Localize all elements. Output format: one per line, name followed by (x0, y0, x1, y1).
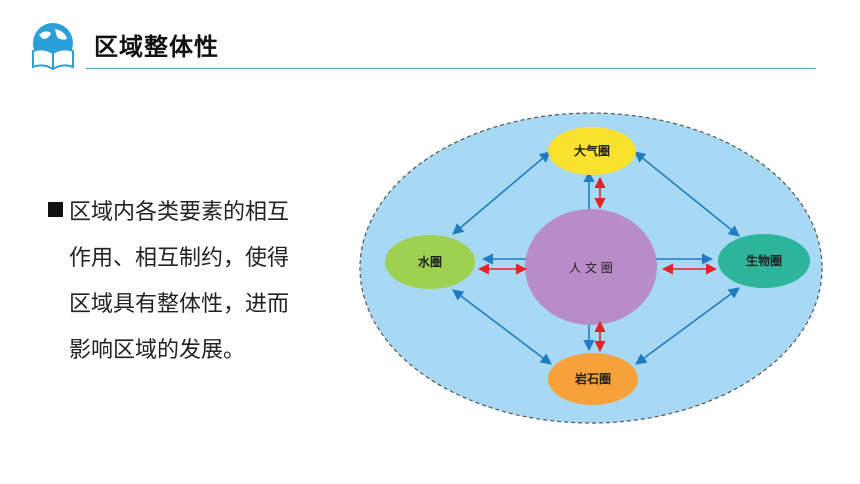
arrow-top-left (452, 151, 551, 235)
page-title: 区域整体性 (94, 33, 219, 61)
node-bottom-label: 岩石圈 (574, 371, 611, 386)
sphere-interaction-diagram: 大气圈 水圈 生物圈 岩石圈 人 文 圈 (359, 112, 823, 424)
node-right (718, 234, 810, 288)
node-bottom (548, 353, 638, 405)
text-line-1: 区域内各类要素的相互 (69, 200, 290, 225)
node-top-label: 大气圈 (574, 143, 610, 158)
text-line-2: 作用、相互制约，使得 (69, 246, 290, 271)
node-right-label: 生物圈 (746, 253, 782, 268)
arrow-top-right (634, 151, 740, 237)
text-line-4: 影响区域的发展。 (69, 338, 246, 363)
node-left (385, 235, 475, 289)
node-center (525, 209, 657, 325)
node-left-label: 水圈 (418, 254, 442, 269)
text-line-3: 区域具有整体性，进而 (69, 292, 290, 317)
arrow-left-bottom (452, 289, 552, 365)
node-center-label: 人 文 圈 (569, 260, 613, 275)
description-text: 区域内各类要素的相互 作用、相互制约，使得 区域具有整体性，进而 影响区域的发展… (48, 190, 348, 374)
arrow-right-bottom (635, 287, 740, 365)
globe-book-icon (32, 23, 74, 71)
title-divider (86, 68, 816, 69)
square-bullet-icon (48, 202, 63, 217)
node-top (548, 127, 636, 175)
